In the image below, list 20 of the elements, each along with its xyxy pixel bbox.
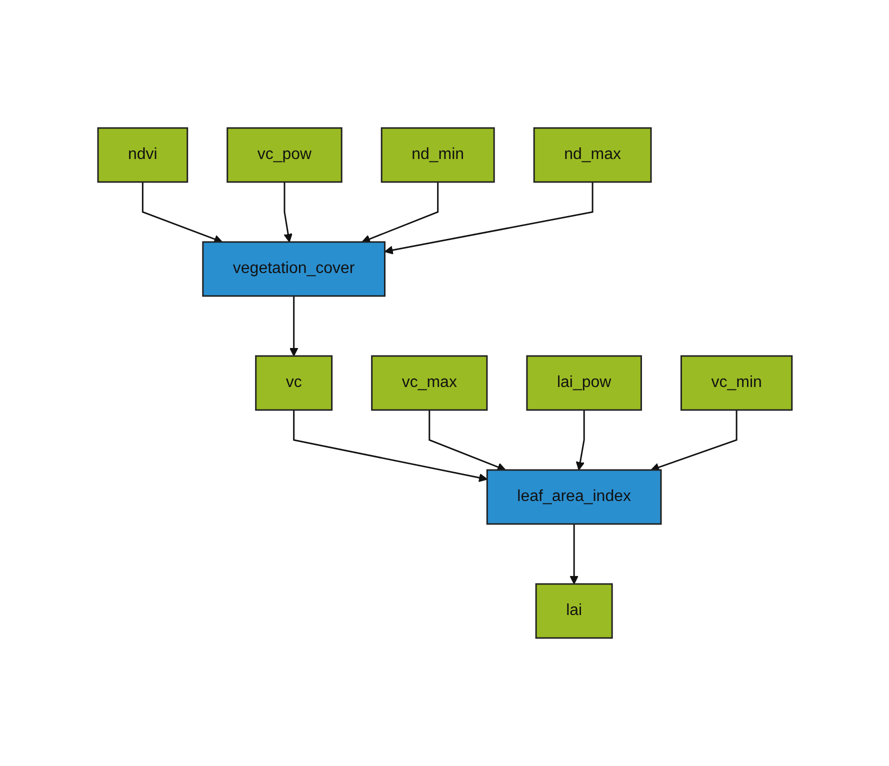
node-box: ndvi — [96, 127, 188, 183]
node-box: nd_max — [532, 127, 652, 183]
node-box: leaf_area_index — [486, 469, 662, 525]
node-box: vc_min — [680, 355, 792, 411]
node-box: nd_min — [380, 127, 494, 183]
arrow — [575, 410, 584, 470]
arrow — [292, 410, 488, 482]
node-box: vc_pow — [226, 127, 342, 183]
arrow — [569, 524, 578, 584]
arrow — [361, 182, 438, 244]
node-box: lai_pow — [526, 355, 642, 411]
arrow — [428, 410, 506, 472]
arrow — [288, 296, 298, 356]
node-box: lai — [534, 583, 612, 639]
node-box: vc_max — [370, 355, 488, 411]
arrow — [141, 182, 222, 244]
arrow — [283, 182, 292, 242]
node-box: vegetation_cover — [202, 241, 386, 297]
node-box: vc — [254, 355, 332, 411]
arrow — [384, 182, 593, 254]
